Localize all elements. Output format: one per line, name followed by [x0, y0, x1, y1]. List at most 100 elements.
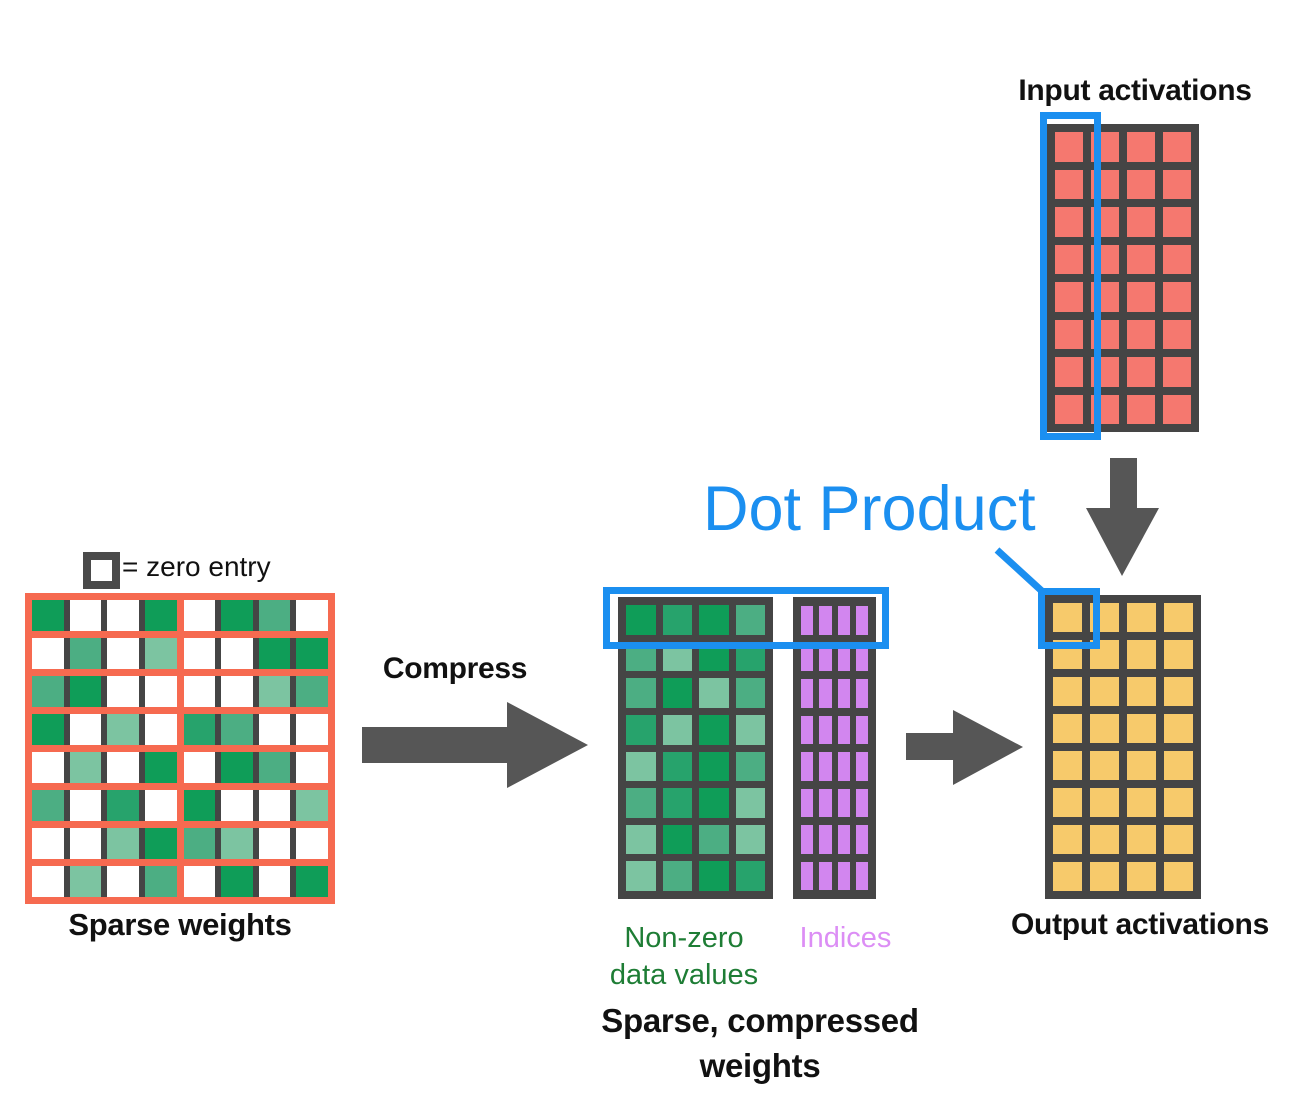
matrix-cell [258, 828, 291, 859]
matrix-cell [258, 866, 291, 897]
sparse-row [25, 593, 335, 638]
matrix-cell [69, 752, 102, 783]
matrix-cell [1127, 788, 1156, 817]
sparse-middle-divider [176, 600, 184, 631]
zero-entry-swatch [83, 552, 120, 589]
matrix-cell [801, 642, 814, 671]
nonzero-values-label-line1: Non-zero [624, 922, 744, 954]
matrix-cell [107, 638, 139, 669]
matrix-cell [1164, 825, 1193, 854]
matrix-cell [662, 788, 692, 818]
matrix-cell [144, 828, 177, 859]
matrix-cell [221, 600, 253, 631]
matrix-cell [662, 678, 692, 708]
matrix-cell [855, 861, 868, 890]
compressed-weights-label-line2: weights [699, 1047, 821, 1084]
matrix-cell [183, 828, 216, 859]
matrix-cell [1164, 862, 1193, 891]
matrix-cell [1164, 714, 1193, 743]
matrix-cell [258, 676, 291, 707]
matrix-cell [183, 600, 216, 631]
matrix-cell [32, 866, 64, 897]
matrix-cell [837, 861, 850, 890]
matrix-cell [662, 605, 692, 635]
matrix-cell [801, 606, 814, 635]
matrix-cell [258, 638, 291, 669]
matrix-cell [626, 824, 656, 855]
matrix-cell [107, 752, 139, 783]
sparse-row [25, 669, 335, 714]
matrix-cell [32, 790, 64, 821]
matrix-cell [1055, 207, 1083, 237]
matrix-cell [801, 788, 814, 817]
matrix-cell [1127, 207, 1155, 237]
matrix-cell [801, 679, 814, 708]
matrix-cell [1163, 207, 1191, 237]
matrix-cell [819, 788, 832, 817]
matrix-cell [855, 752, 868, 781]
matrix-cell [699, 751, 729, 782]
matrix-cell [221, 828, 253, 859]
matrix-cell [819, 752, 832, 781]
matrix-cell [107, 714, 139, 745]
matrix-cell [801, 715, 814, 744]
matrix-cell [183, 866, 216, 897]
matrix-cell [837, 679, 850, 708]
matrix-cell [1055, 169, 1083, 199]
matrix-cell [1127, 132, 1155, 162]
matrix-cell [801, 861, 814, 890]
matrix-cell [699, 714, 729, 745]
matrix-cell [221, 714, 253, 745]
matrix-cell [1164, 640, 1193, 669]
matrix-cell [837, 606, 850, 635]
matrix-cell [735, 751, 765, 782]
down-arrow-icon [1086, 458, 1159, 576]
matrix-cell [1164, 677, 1193, 706]
matrix-cell [1127, 244, 1155, 274]
matrix-cell [626, 861, 656, 891]
matrix-cell [626, 678, 656, 708]
matrix-cell [258, 714, 291, 745]
matrix-cell [1053, 677, 1082, 706]
matrix-cell [1163, 169, 1191, 199]
matrix-cell [819, 642, 832, 671]
matrix-cell [1053, 788, 1082, 817]
matrix-cell [1053, 751, 1082, 780]
matrix-cell [1127, 862, 1156, 891]
matrix-cell [107, 866, 139, 897]
matrix-cell [107, 676, 139, 707]
sparse-middle-divider [176, 676, 184, 707]
sparse-middle-divider [176, 638, 184, 669]
matrix-cell [296, 866, 328, 897]
matrix-cell [837, 642, 850, 671]
matrix-cell [662, 824, 692, 855]
matrix-cell [626, 714, 656, 745]
matrix-cell [1127, 640, 1156, 669]
right-arrow-icon [906, 710, 1023, 785]
matrix-cell [699, 861, 729, 891]
matrix-cell [69, 866, 102, 897]
matrix-cell [626, 751, 656, 782]
matrix-cell [1127, 603, 1156, 632]
matrix-cell [221, 676, 253, 707]
sparse-middle-divider [176, 790, 184, 821]
matrix-cell [69, 676, 102, 707]
matrix-cell [626, 788, 656, 818]
matrix-cell [855, 715, 868, 744]
matrix-cell [801, 825, 814, 854]
matrix-cell [32, 676, 64, 707]
matrix-cell [69, 714, 102, 745]
matrix-cell [699, 824, 729, 855]
input-column-highlight [1040, 112, 1101, 440]
matrix-cell [1053, 603, 1082, 632]
matrix-cell [1090, 825, 1119, 854]
matrix-cell [1127, 751, 1156, 780]
matrix-cell [221, 866, 253, 897]
matrix-cell [735, 605, 765, 635]
matrix-cell [855, 642, 868, 671]
matrix-cell [1127, 394, 1155, 424]
matrix-cell [1164, 788, 1193, 817]
matrix-cell [855, 679, 868, 708]
matrix-cell [1127, 677, 1156, 706]
